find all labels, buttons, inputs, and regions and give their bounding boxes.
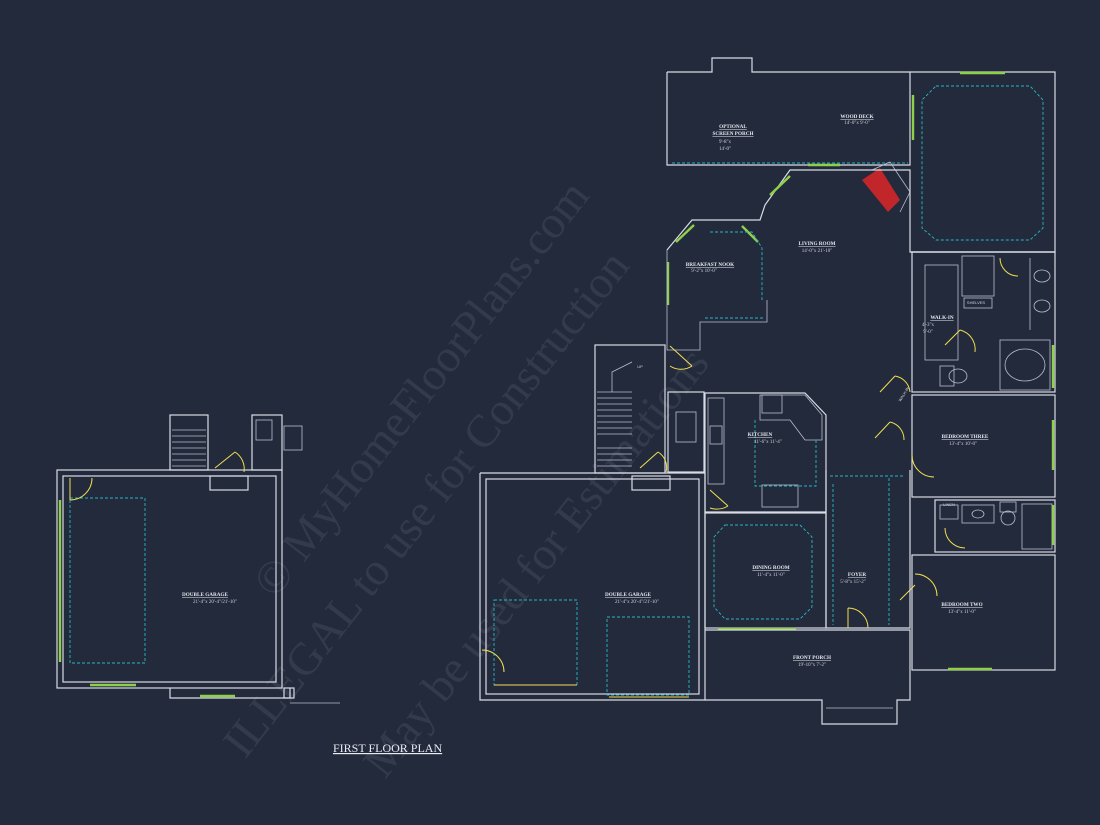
kitchen-dim: 11'-6"x 11'-4" xyxy=(754,440,782,445)
wood-deck-name: WOOD DECK xyxy=(840,114,873,120)
main-garage-name: DOUBLE GARAGE xyxy=(605,592,652,598)
screen-porch-name-line1: OPTIONAL xyxy=(719,124,747,130)
foyer-dim: 5'-8"x 15'-2" xyxy=(840,580,865,585)
room-labels: OPTIONAL SCREEN PORCH 9'-8"x 14'-0" WOOD… xyxy=(686,114,989,668)
bedroom-three-dim: 13'-4"x 10'-0" xyxy=(949,442,977,447)
dining-room-name: DINING ROOM xyxy=(752,565,789,571)
walk-in-hall-name: WALK-IN xyxy=(897,386,910,403)
fireplace xyxy=(862,168,900,212)
front-porch-name: FRONT PORCH xyxy=(793,655,831,661)
plan-title: FIRST FLOOR PLAN xyxy=(333,741,442,755)
screen-porch-dim-line2: 14'-0" xyxy=(719,147,731,152)
breakfast-nook-dim: 9'-2"x 10'-0" xyxy=(691,269,716,274)
stair-up-label: UP xyxy=(637,364,643,369)
linen-label: LINEN xyxy=(943,502,955,507)
bedroom-three-name: BEDROOM THREE xyxy=(942,434,989,440)
screen-porch-name-line2: SCREEN PORCH xyxy=(712,131,753,137)
screen-porch-dim-line1: 9'-8"x xyxy=(719,140,732,145)
shelves-label: SHELVES xyxy=(967,300,985,305)
bedroom-two-name: BEDROOM TWO xyxy=(941,602,982,608)
wood-deck-dim: 14'-0"x 9'-0" xyxy=(844,121,869,126)
bedroom-two-dim: 13'-4"x 11'-0" xyxy=(948,610,976,615)
alt-garage-plan: DOUBLE GARAGE 21'-4"x 20'-4"/21'-10" xyxy=(56,414,340,704)
dining-room-dim: 11'-4"x 11'-0" xyxy=(757,573,785,578)
walk-in-master-name: WALK-IN xyxy=(930,315,954,321)
walk-in-master-dim2: 9'-0" xyxy=(923,330,933,335)
walk-in-master-dim1: 4'-3"x xyxy=(922,323,935,328)
living-room-name: LIVING ROOM xyxy=(798,241,835,247)
main-garage-dim: 21'-4"x 20'-4"/21'-10" xyxy=(615,600,659,605)
front-porch-dim: 19'-10"x 7'-2" xyxy=(798,663,826,668)
alt-garage-name: DOUBLE GARAGE xyxy=(182,592,229,598)
kitchen-name: KITCHEN xyxy=(748,432,773,438)
alt-garage-dim: 21'-4"x 20'-4"/21'-10" xyxy=(193,600,237,605)
main-house-plan: UP DOUBLE GARAGE 21'-4"x 20'-4"/21'-10" xyxy=(479,57,1056,725)
foyer-name: FOYER xyxy=(848,572,866,578)
living-room-dim: 14'-0"x 21'-10" xyxy=(802,249,832,254)
breakfast-nook-name: BREAKFAST NOOK xyxy=(686,262,734,268)
